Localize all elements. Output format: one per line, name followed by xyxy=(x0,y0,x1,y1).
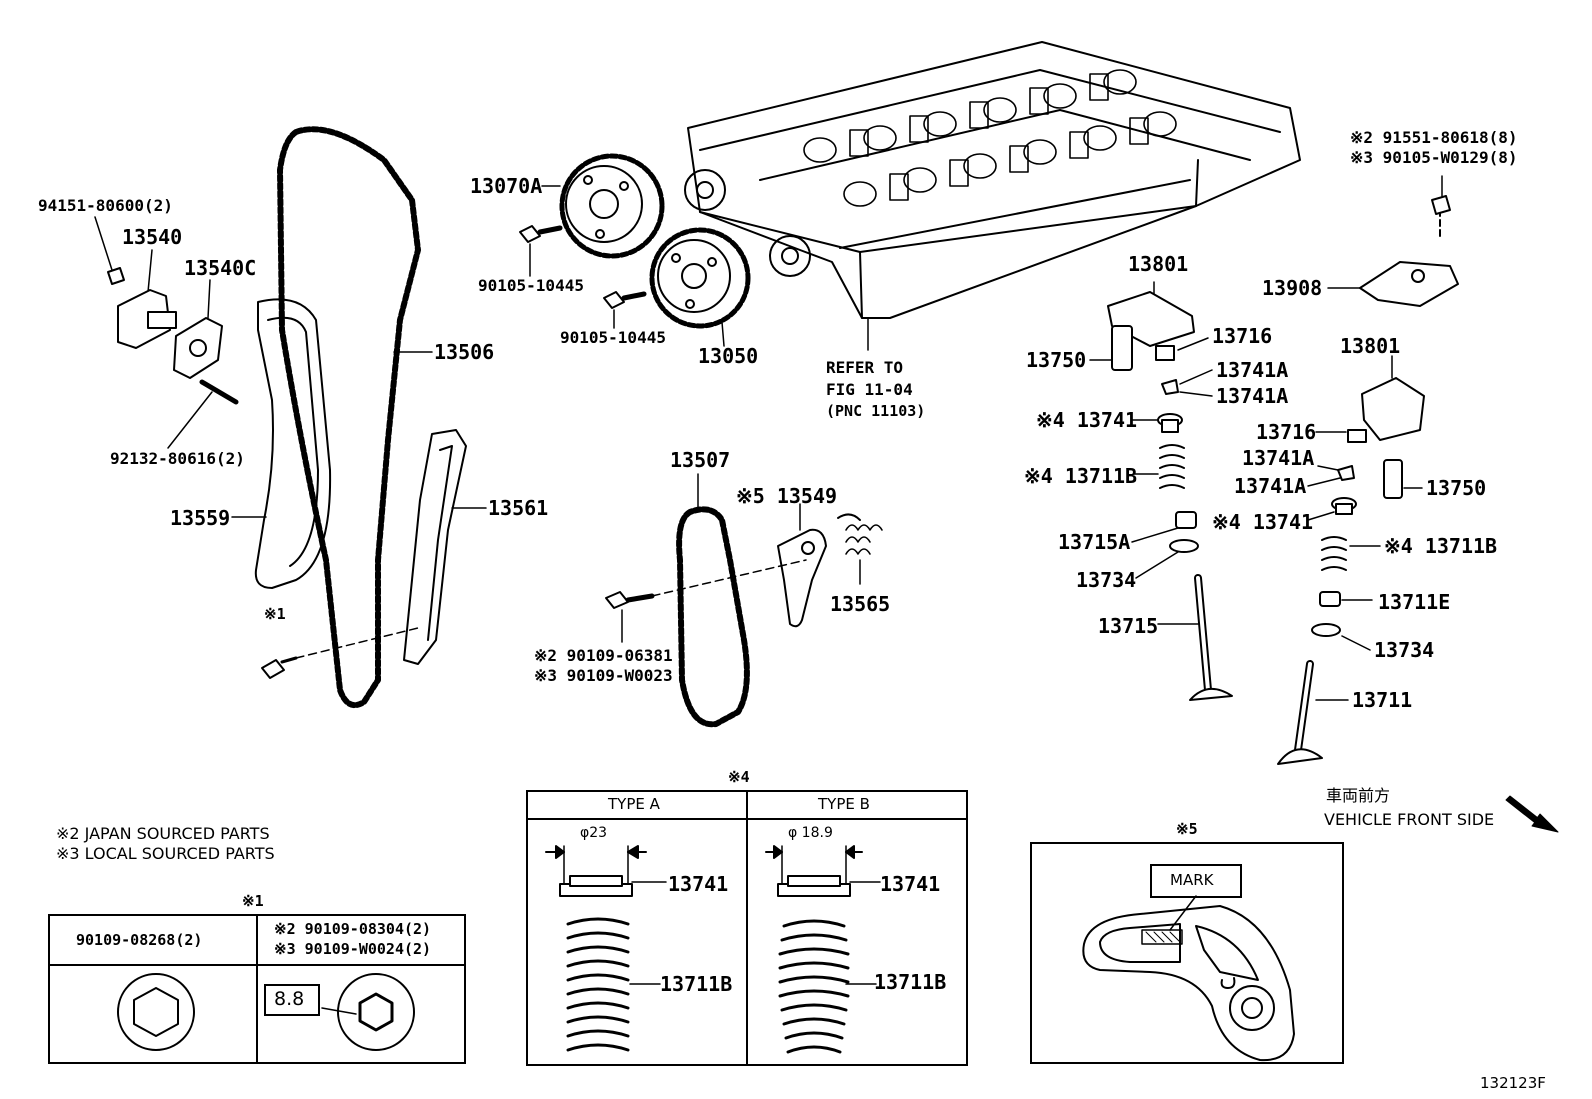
vvt-gear-13070a xyxy=(541,153,665,259)
note1-title: ※1 xyxy=(242,892,264,910)
note-local-sourced: ※3 LOCAL SOURCED PARTS xyxy=(56,844,275,863)
timing-chain-13506 xyxy=(277,126,433,708)
part-label-90105-a: 90105-10445 xyxy=(478,276,584,295)
note5-title: ※5 xyxy=(1176,820,1198,838)
note4-type-b: TYPE B xyxy=(818,795,870,813)
part-label-13741-a: ※4 13741 xyxy=(1036,408,1138,432)
note4-diameter-b: φ 18.9 xyxy=(788,825,833,841)
note4-spring-b: 13711B xyxy=(874,970,947,994)
mark-box xyxy=(1150,864,1242,898)
note4-seat-a: 13741 xyxy=(668,872,729,896)
part-label-13711e: 13711E xyxy=(1378,590,1451,614)
note4-title: ※4 xyxy=(728,768,750,786)
part-label-13559: 13559 xyxy=(170,506,231,530)
part-label-13561: 13561 xyxy=(488,496,549,520)
part-label-91551: ※2 91551-80618(8) xyxy=(1350,128,1518,147)
timing-chain-13507 xyxy=(676,473,750,728)
note1-right-part-local: ※3 90109-W0024(2) xyxy=(274,940,432,958)
part-label-13716-a: 13716 xyxy=(1212,324,1273,348)
part-label-13540c: 13540C xyxy=(184,256,257,280)
valve-train-left xyxy=(1089,281,1233,701)
bolt-grade-box xyxy=(264,984,320,1016)
note-marker-1: ※1 xyxy=(264,605,286,623)
part-label-92132: 92132-80616(2) xyxy=(110,449,245,468)
cylinder-head xyxy=(684,41,1301,351)
part-label-13070a: 13070A xyxy=(470,174,543,198)
chain-guide-13559 xyxy=(231,298,332,589)
part-label-13711b-b: ※4 13711B xyxy=(1384,534,1498,558)
part-label-13715a: 13715A xyxy=(1058,530,1131,554)
note4-drawings xyxy=(545,845,881,1054)
part-label-90109-jp: ※2 90109-06381 xyxy=(534,646,673,665)
note4-seat-b: 13741 xyxy=(880,872,941,896)
vvt-gear-13050 xyxy=(649,227,751,347)
note1-right-part-jp: ※2 90109-08304(2) xyxy=(274,920,432,938)
part-label-13711b-a: ※4 13711B xyxy=(1024,464,1138,488)
refer-line-3: (PNC 11103) xyxy=(826,402,926,420)
note1-divider-h xyxy=(48,964,466,966)
front-side-en: VEHICLE FRONT SIDE xyxy=(1324,810,1495,829)
note4-divider-v xyxy=(526,790,748,1066)
front-arrow-icon xyxy=(1505,795,1559,833)
part-label-13741-b: ※4 13741 xyxy=(1212,510,1314,534)
part-label-13741a-1: 13741A xyxy=(1216,358,1289,382)
bolts-90105 xyxy=(519,225,647,329)
note5-drawing xyxy=(1082,895,1295,1062)
bolt-grade: 8.8 xyxy=(274,988,305,1010)
part-label-13908: 13908 xyxy=(1262,276,1323,300)
part-label-90105-w0129: ※3 90105-W0129(8) xyxy=(1350,148,1518,167)
part-label-13734-b: 13734 xyxy=(1374,638,1435,662)
part-label-13549: ※5 13549 xyxy=(736,484,838,508)
part-label-13565: 13565 xyxy=(830,592,891,616)
refer-line-1: REFER TO xyxy=(826,358,904,377)
part-label-13750-b: 13750 xyxy=(1426,476,1487,500)
part-label-90109-local: ※3 90109-W0023 xyxy=(534,666,673,685)
part-label-13741a-3: 13741A xyxy=(1242,446,1315,470)
figure-code: 132123F xyxy=(1480,1074,1546,1092)
part-label-13741a-2: 13741A xyxy=(1216,384,1289,408)
chain-guide-13561 xyxy=(261,429,487,679)
note4-divider-h xyxy=(526,818,968,820)
part-label-90105-b: 90105-10445 xyxy=(560,328,666,347)
note4-type-a: TYPE A xyxy=(608,795,660,813)
part-label-13741a-4: 13741A xyxy=(1234,474,1307,498)
note1-divider-v xyxy=(48,914,258,1064)
mark-label: MARK xyxy=(1170,871,1214,889)
part-label-13715: 13715 xyxy=(1098,614,1159,638)
part-label-13750-a: 13750 xyxy=(1026,348,1087,372)
part-label-13711: 13711 xyxy=(1352,688,1413,712)
part-label-13506: 13506 xyxy=(434,340,495,364)
part-label-13507: 13507 xyxy=(670,448,731,472)
chain-tensioner-13549 xyxy=(605,503,883,643)
note4-diameter-a: φ23 xyxy=(580,825,608,841)
note-japan-sourced: ※2 JAPAN SOURCED PARTS xyxy=(56,824,270,843)
note1-drawings xyxy=(117,973,415,1051)
part-label-13734-a: 13734 xyxy=(1076,568,1137,592)
refer-line-2: FIG 11-04 xyxy=(826,380,913,399)
part-label-13716-b: 13716 xyxy=(1256,420,1317,444)
note1-left-part: 90109-08268(2) xyxy=(76,931,203,949)
part-label-13801-b: 13801 xyxy=(1340,334,1401,358)
part-label-13540: 13540 xyxy=(122,225,183,249)
part-label-94151: 94151-80600(2) xyxy=(38,196,173,215)
part-label-13801-a: 13801 xyxy=(1128,252,1189,276)
note5-box xyxy=(1030,842,1344,1064)
tensioner-assembly xyxy=(94,216,239,449)
front-side-jp: 車両前方 xyxy=(1326,786,1391,805)
note4-spring-a: 13711B xyxy=(660,972,733,996)
part-label-13050: 13050 xyxy=(698,344,759,368)
valve-train-right xyxy=(1277,175,1459,765)
